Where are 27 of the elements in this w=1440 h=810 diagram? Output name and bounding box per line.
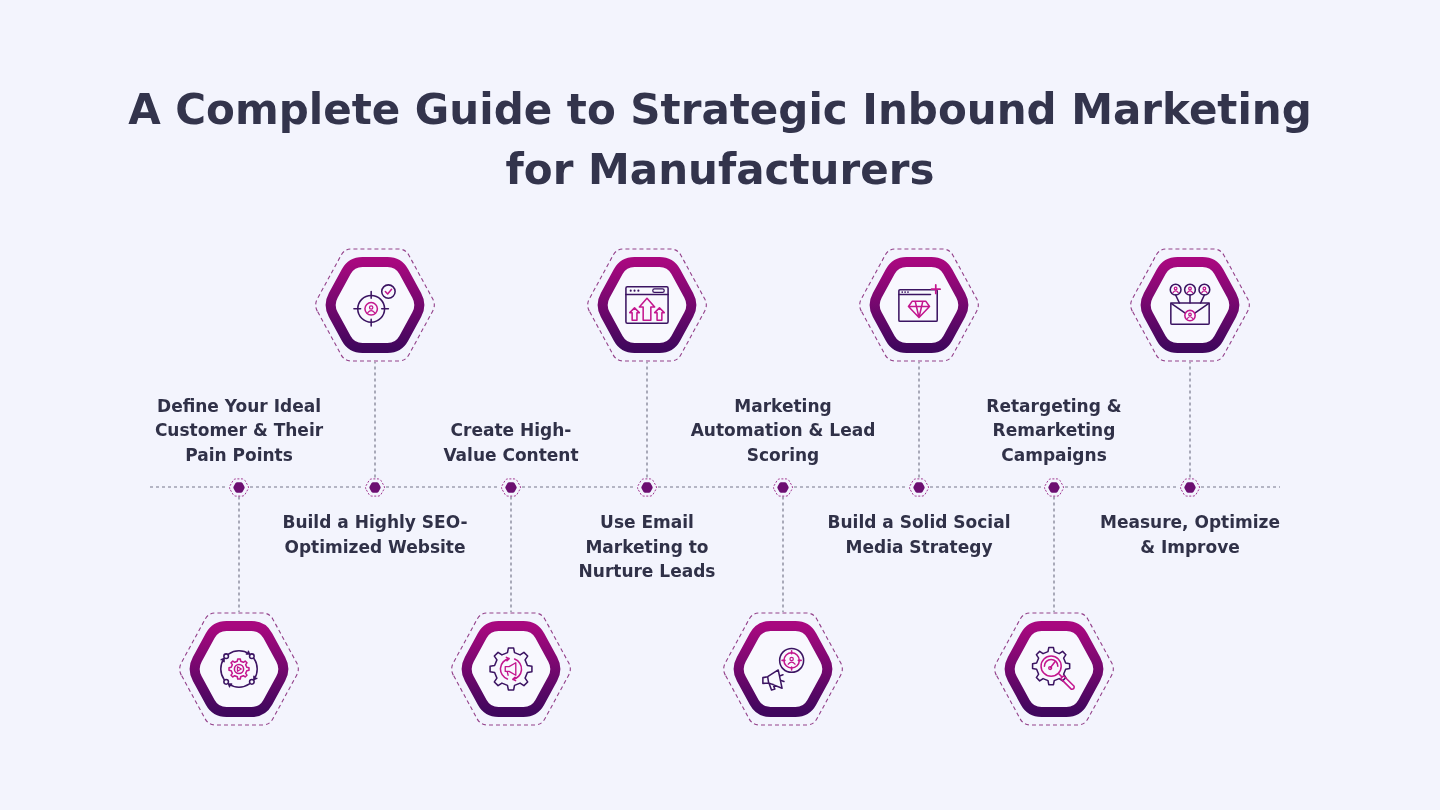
hexagon-frame	[587, 248, 707, 362]
connector-line	[782, 495, 784, 613]
step-label: Use Email Marketing to Nurture Leads	[578, 511, 716, 583]
hexagon-frame	[994, 612, 1114, 726]
hexagon-frame	[859, 248, 979, 362]
step-label: Measure, Optimize & Improve	[1099, 511, 1281, 559]
step-label: Marketing Automation & Lead Scoring	[690, 394, 876, 467]
hexagon-frame	[723, 612, 843, 726]
connector-line	[646, 361, 648, 479]
connector-line	[918, 361, 920, 479]
connector-line	[238, 495, 240, 613]
connector-line	[510, 495, 512, 613]
hexagon-frame	[451, 612, 571, 726]
step-label: Build a Solid Social Media Strategy	[827, 511, 1011, 559]
hexagon-frame	[1130, 248, 1250, 362]
connector-line	[374, 361, 376, 479]
connector-line	[1189, 361, 1191, 479]
step-label: Create High-Value Content	[442, 419, 580, 467]
timeline-line	[929, 486, 1044, 488]
step-label: Build a Highly SEO-Optimized Website	[281, 511, 469, 559]
step-label: Retargeting & Remarketing Campaigns	[985, 394, 1123, 467]
hexagon-frame	[179, 612, 299, 726]
title: A Complete Guide to Strategic Inbound Marketing for Manufacturers	[127, 84, 1313, 196]
hexagon-frame	[315, 248, 435, 362]
connector-line	[1053, 495, 1055, 613]
timeline-line	[1200, 486, 1281, 488]
step-label: Define Your Ideal Customer & Their Pain Points	[154, 394, 324, 467]
